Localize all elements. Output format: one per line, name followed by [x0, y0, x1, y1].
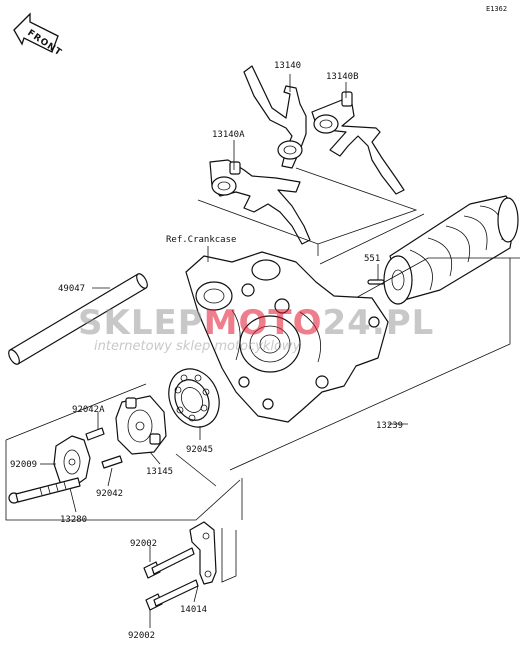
- label-13239: 13239: [376, 421, 403, 431]
- label-92042: 92042: [96, 489, 123, 499]
- svg-text:SKLEPMOTO24.PL: SKLEPMOTO24.PL: [78, 303, 434, 343]
- plate-13280-graphic: [53, 435, 91, 489]
- label-13140a: 13140A: [212, 130, 245, 140]
- pin-92042a-graphic: [85, 427, 105, 441]
- label-92042a: 92042A: [72, 405, 105, 415]
- watermark: SKLEPMOTO24.PL internetowy sklep motocyk…: [78, 303, 434, 354]
- shift-drum-graphic: [383, 195, 519, 305]
- shift-fork-13140-graphic: [243, 65, 307, 169]
- shift-rod-graphic: [8, 273, 148, 365]
- drum-holder-13145-graphic: [115, 395, 167, 455]
- front-arrow: FRONT: [13, 12, 64, 59]
- label-49047: 49047: [58, 284, 85, 294]
- bracket-14014-graphic: [189, 521, 217, 585]
- watermark-brand-right: 24.PL: [323, 303, 435, 343]
- label-14014: 14014: [180, 605, 207, 615]
- label-13280: 13280: [60, 515, 87, 525]
- label-92002-lower: 92002: [128, 631, 155, 641]
- label-92002-upper: 92002: [130, 539, 157, 549]
- label-92009: 92009: [10, 460, 37, 470]
- shift-fork-13140a-graphic: [209, 159, 311, 245]
- bearing-92045-graphic: [168, 368, 220, 428]
- label-551: 551: [364, 254, 380, 264]
- label-13140b: 13140B: [326, 72, 359, 82]
- watermark-brand-mid: MOTO: [204, 303, 323, 343]
- label-13140: 13140: [274, 61, 301, 71]
- label-92045: 92045: [186, 445, 213, 455]
- label-13145: 13145: [146, 467, 173, 477]
- watermark-tagline: internetowy sklep motocyklowy: [94, 339, 301, 354]
- watermark-brand-left: SKLEP: [78, 303, 204, 343]
- reference-crankcase-label: Ref.Crankcase: [166, 235, 236, 245]
- shift-fork-13140b-graphic: [311, 91, 405, 195]
- crankcase-graphic: [185, 251, 389, 423]
- screw-92009-graphic: [8, 477, 81, 504]
- bolt-92002-upper-graphic: [143, 547, 195, 579]
- pin-92042-graphic: [101, 455, 123, 469]
- diagram-id: E1362: [486, 5, 507, 13]
